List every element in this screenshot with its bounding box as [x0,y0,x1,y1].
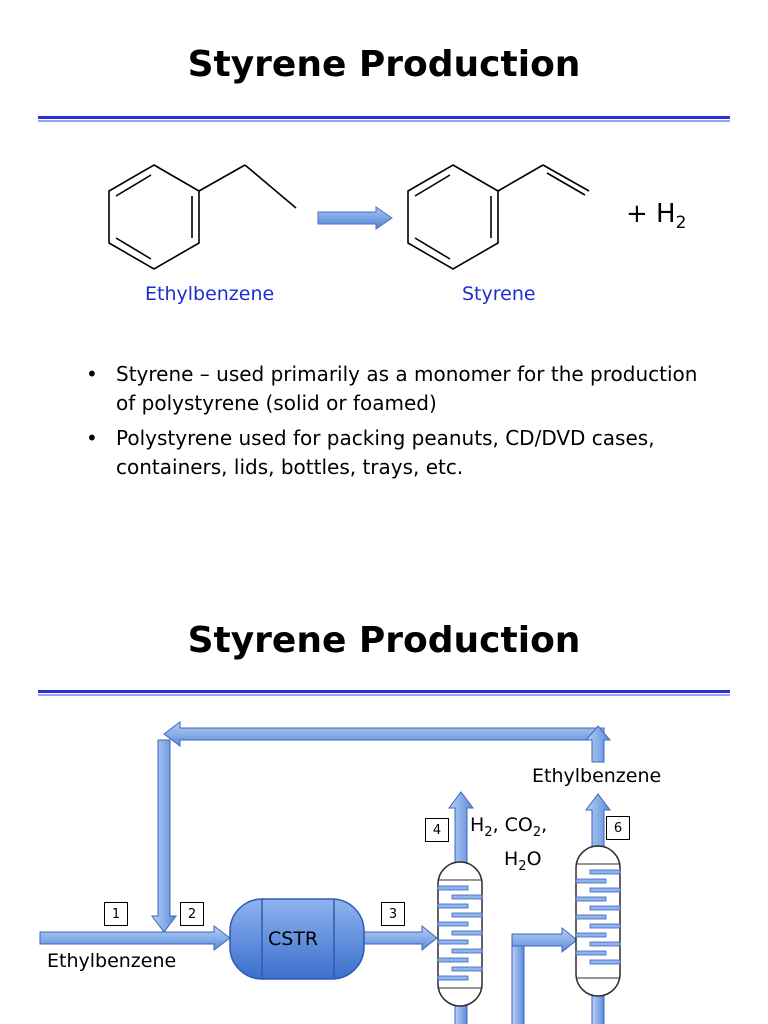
hydrogen-byproduct: + H2 [626,199,687,234]
distillation-column-1 [437,861,483,1007]
feed-pipe [39,925,231,951]
reactor-label: CSTR [268,928,319,950]
reactor-outlet-pipe [363,924,438,952]
bullet-item: Styrene – used primarily as a monomer fo… [82,360,722,418]
styrene-structure [407,164,590,270]
column-2-feed-pipe [511,945,525,1024]
slide-2: Styrene Production [0,576,768,1024]
offgas-label: H2, CO2, H2O [470,814,548,874]
stream-number-3: 3 [381,902,405,926]
reaction-scheme [108,164,590,270]
stream-number-6: 6 [606,816,630,840]
recycle-label: Ethylbenzene [532,765,662,787]
styrene-label: Styrene [462,283,536,305]
title-rule [38,116,730,122]
reaction-arrow [317,206,393,230]
bullet-list: Styrene – used primarily as a monomer fo… [82,360,722,488]
slide-1: Styrene Production [0,0,768,576]
cstr-reactor [229,898,365,980]
stream-number-2: 2 [180,902,204,926]
distillation-column-2 [575,845,621,997]
slide-2-title: Styrene Production [187,620,581,661]
title-rule [38,690,730,696]
column-1-overhead-pipe [448,791,474,869]
recycle-pipe-right [584,725,612,763]
stream-number-4: 4 [425,818,449,842]
column-2-bottoms-pipe [591,991,605,1024]
process-flow-diagram [39,721,621,1024]
recycle-pipe-left [151,739,177,933]
slide-1-title: Styrene Production [187,44,581,85]
recycle-pipe-top [163,721,605,747]
ethylbenzene-label: Ethylbenzene [145,283,275,305]
feed-label: Ethylbenzene [47,950,177,972]
column-1-bottoms-pipe [454,1003,468,1024]
column-2-overhead-pipe [585,793,611,853]
ethylbenzene-structure [108,164,297,270]
stream-number-1: 1 [104,902,128,926]
bullet-item: Polystyrene used for packing peanuts, CD… [82,424,722,482]
column-2-feed-arrow [511,926,578,954]
